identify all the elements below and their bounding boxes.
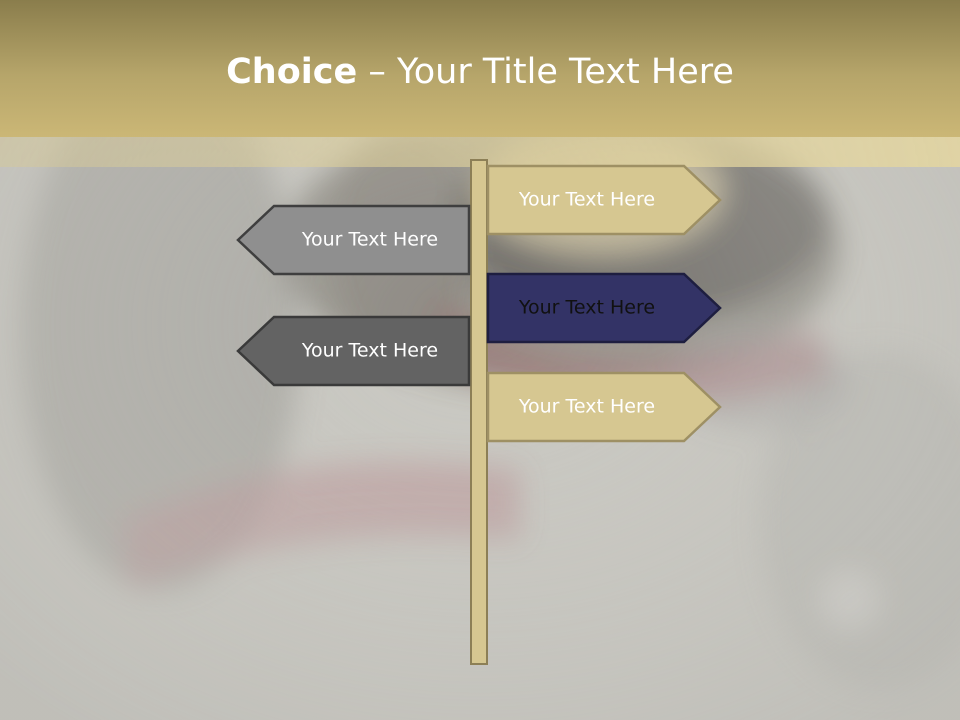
sign-5: Your Text Here	[486, 371, 722, 443]
sign-1-arrow	[486, 164, 722, 236]
sign-4-arrow	[236, 315, 471, 387]
sign-3: Your Text Here	[486, 272, 722, 344]
title-separator: –	[357, 52, 397, 92]
sign-2-label: Your Text Here	[301, 229, 438, 251]
sign-3-label: Your Text Here	[518, 297, 655, 319]
sign-5-arrow	[486, 371, 722, 443]
sign-2-arrow	[236, 204, 471, 276]
title-rest: Your Title Text Here	[397, 52, 734, 92]
sign-3-arrow	[486, 272, 722, 344]
slide-title: Choice – Your Title Text Here	[0, 52, 960, 92]
sign-1: Your Text Here	[486, 164, 722, 236]
sign-2: Your Text Here	[236, 204, 471, 276]
sign-1-label: Your Text Here	[518, 189, 655, 211]
sign-4-label: Your Text Here	[301, 340, 438, 362]
title-bold: Choice	[226, 52, 358, 92]
header-band	[0, 0, 960, 137]
sign-4: Your Text Here	[236, 315, 471, 387]
signpost-pole	[470, 159, 488, 665]
sign-5-label: Your Text Here	[518, 396, 655, 418]
